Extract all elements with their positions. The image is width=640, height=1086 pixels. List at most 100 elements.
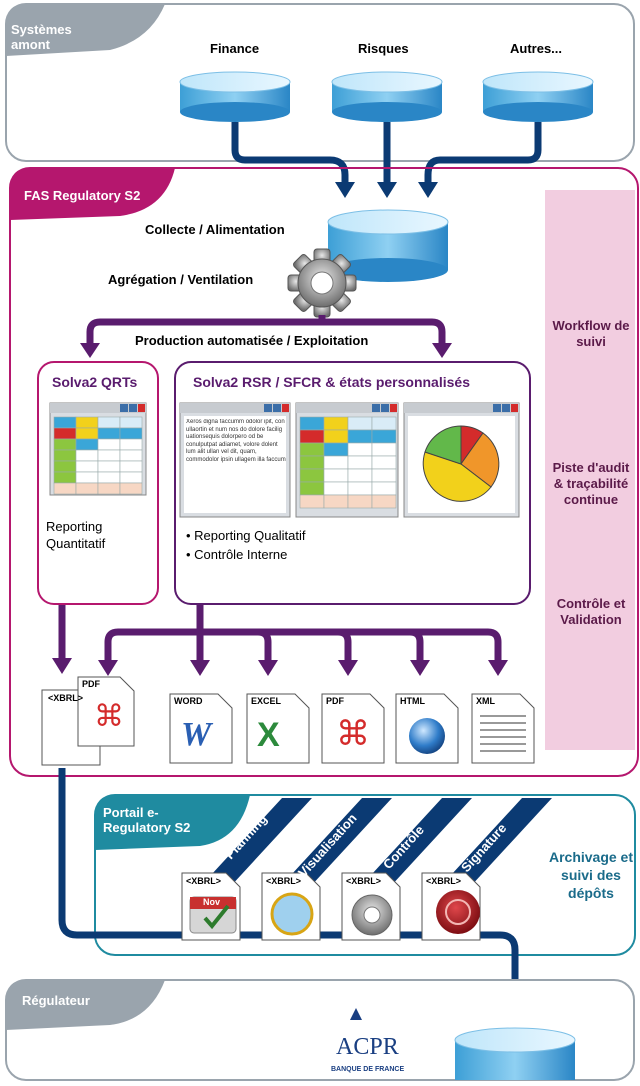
xbrl-planning-doc [181,872,241,941]
fas-tab [10,168,175,220]
sidebar-controle: Contrôle et Validation [556,596,626,627]
banque-de-france-text: BANQUE DE FRANCE [331,1066,405,1073]
grid-cell [119,449,143,462]
regulateur-title: Régulateur [22,993,90,1008]
grid-cell [97,482,121,495]
format-word: WORD [174,696,203,706]
xbrl-tag-signature: <XBRL> [426,876,462,886]
grid-cell [75,482,99,495]
rsr-grid [299,416,397,509]
grid-cell [97,416,121,429]
grid-cell [347,468,373,483]
grid-cell [299,494,325,509]
rsr-bullet-qualitatif: • Reporting Qualitatif [186,528,306,543]
grid-cell [53,449,77,462]
source-autres-label: Autres... [510,41,563,56]
grid-cell [323,494,349,509]
excel-document-icon [246,693,310,764]
grid-cell [323,481,349,496]
grid-cell [97,427,121,440]
grid-cell [75,438,99,451]
grid-cell [119,482,143,495]
grid-cell [75,471,99,484]
xbrl-tag-planning: <XBRL> [186,876,222,886]
pie-chart-window [403,402,520,518]
xbrl-tag-left: <XBRL> [48,693,84,703]
xbrl-visualisation-doc [261,872,321,941]
word-document-icon [169,693,233,764]
format-excel: EXCEL [251,696,282,706]
sidebar-piste: Piste d'audit & traçabilité continue [552,460,630,507]
xbrl-controle-doc [341,872,401,941]
grid-cell [347,481,373,496]
central-database-icon [327,209,449,282]
grid-cell [299,481,325,496]
grid-cell [53,416,77,429]
grid-cell [119,416,143,429]
grid-cell [119,438,143,451]
grid-cell [371,429,397,444]
format-pdf-left: PDF [82,679,100,689]
grid-cell [323,442,349,457]
systemes-amont-label: Systèmes amont [11,22,72,52]
calendar-month: Nov [203,897,221,907]
xml-document-icon [471,693,535,764]
magnifier-icon [270,892,314,936]
pdf-document-icon [321,693,385,764]
production-label: Production automatisée / Exploitation [135,333,369,348]
portail-panel [94,794,636,956]
word-icon: W [181,716,212,753]
rsr-bullet-controle: • Contrôle Interne [186,547,288,562]
grid-cell [347,494,373,509]
grid-cell [347,442,373,457]
format-html: HTML [400,696,425,706]
fas-title: FAS Regulatory S2 [24,188,141,203]
format-pdf: PDF [326,696,344,706]
grid-cell [371,468,397,483]
regulateur-database-icon [454,1027,576,1080]
gear-icon [351,894,393,936]
finance-database-icon [179,71,291,122]
html-document-icon [395,693,459,764]
production-arrowheads [80,343,452,358]
risques-database-icon [331,71,443,122]
grid-cell [119,471,143,484]
grid-cell [75,449,99,462]
grid-cell [97,449,121,462]
grid-cell [75,460,99,473]
sidebar-band [545,190,635,750]
qrt-reporting-label: Reporting Quantitatif [46,519,106,551]
grid-cell [371,416,397,431]
qrt-title: Solva2 QRTs [52,374,138,390]
rsr-title: Solva2 RSR / SFCR & états personnalisés [193,374,470,390]
pdf-document-icon-left [77,676,135,747]
pdf-icon: ⌘ [336,714,370,754]
output-arrowheads [52,658,508,676]
xbrl-tag-visualisation: <XBRL> [266,876,302,886]
grid-cell [371,494,397,509]
grid-cell [97,438,121,451]
source-finance-label: Finance [210,41,260,56]
grid-cell [323,429,349,444]
pie-slice-green [424,425,462,465]
grid-cell [299,468,325,483]
qrt-grid [53,416,143,495]
rsr-doc-text: Xeros digna faccumm odolor ipit, con ull… [186,419,286,463]
fas-panel [9,167,639,777]
xbrl-tag-controle: <XBRL> [346,876,382,886]
upstream-systems-tab [6,4,165,56]
grid-cell [53,482,77,495]
excel-icon: X [257,716,280,754]
grid-cell [347,455,373,470]
output-arrows [58,605,502,662]
grid-cell [75,427,99,440]
grid-cell [371,481,397,496]
agregation-label: Agrégation / Ventilation [108,272,254,287]
grid-cell [119,460,143,473]
grid-cell [53,471,77,484]
pdf-icon-left: ⌘ [94,699,124,734]
grid-cell [119,427,143,440]
sidebar-workflow: Workflow de suivi [552,318,630,349]
grid-cell [53,427,77,440]
